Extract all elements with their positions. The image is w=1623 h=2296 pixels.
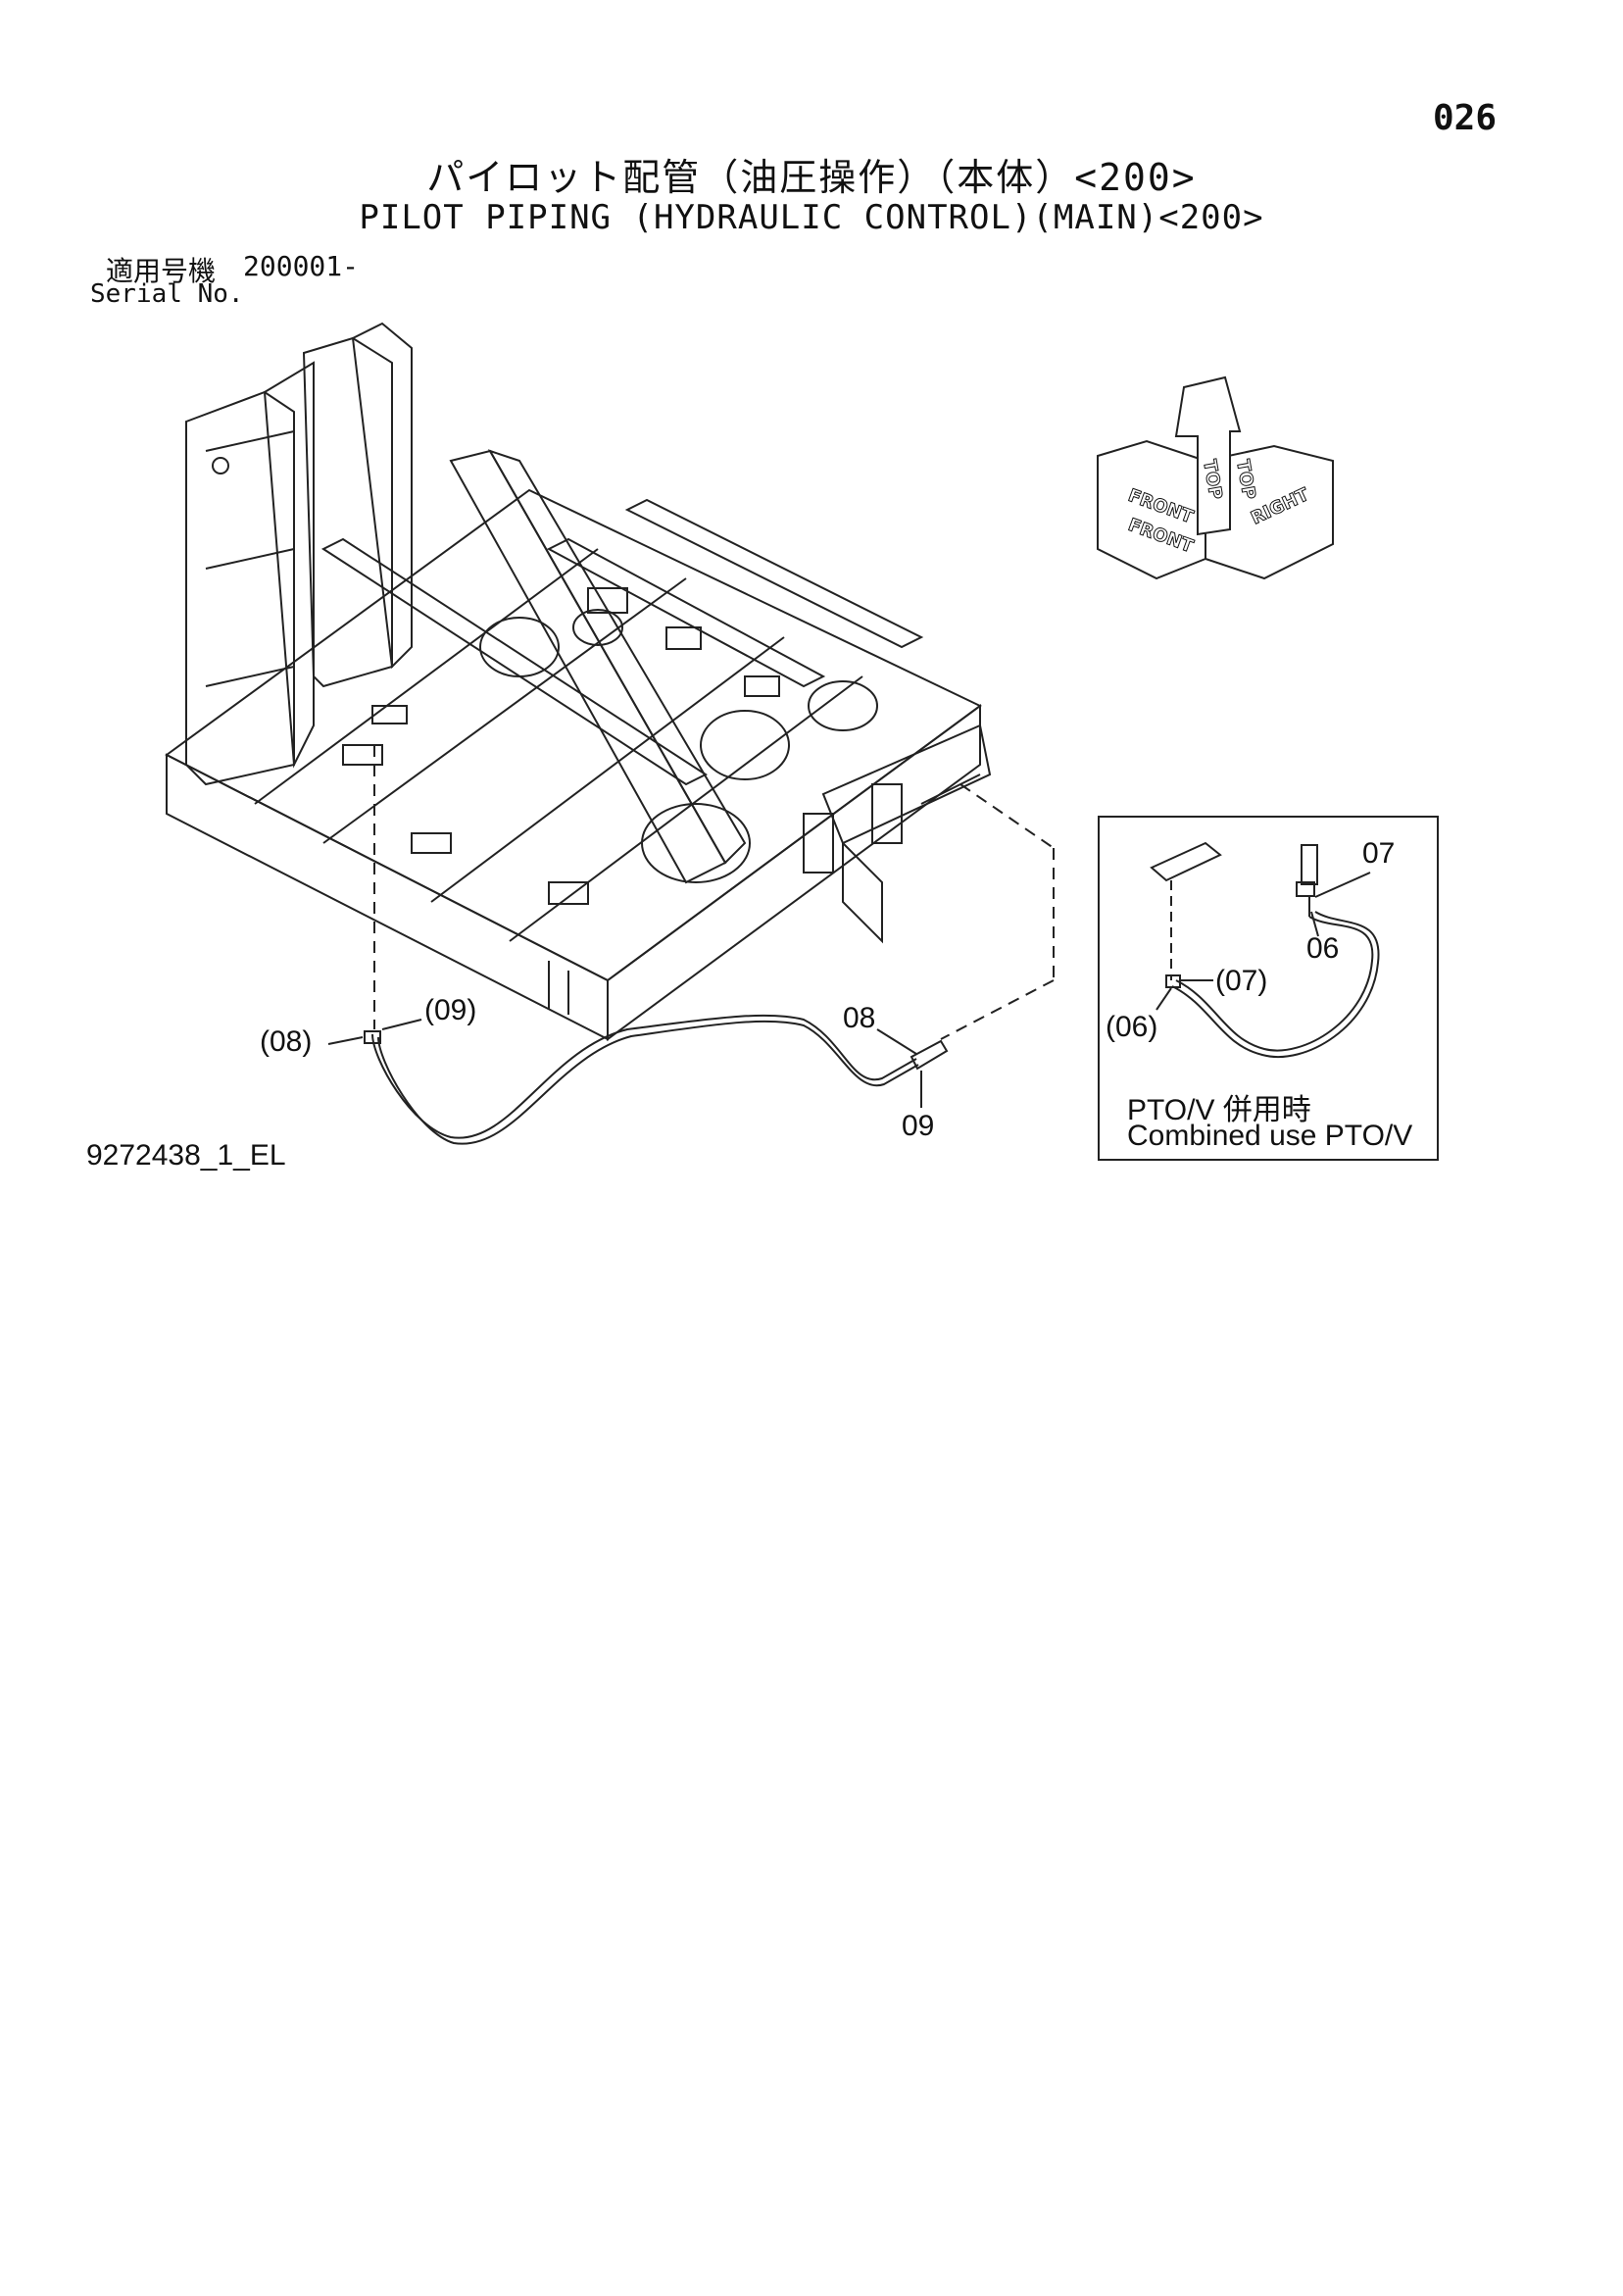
- serial-label-japanese: 適用号機: [106, 255, 217, 287]
- serial-value: 200001-: [243, 250, 360, 282]
- inset-callout-06: 06: [1306, 932, 1339, 965]
- orientation-indicator: FRONT FRONT TOP TOP RIGHT: [1097, 375, 1334, 580]
- callout-08: 08: [843, 1002, 875, 1034]
- leader-lines: [373, 745, 1055, 1040]
- fitting-right: [910, 1039, 949, 1071]
- inset-callout-07: 07: [1362, 837, 1395, 870]
- inset-caption-japanese: PTO/V 併用時: [1127, 1094, 1311, 1126]
- page-title-japanese: パイロット配管（油圧操作）（本体）<200>: [426, 156, 1197, 199]
- callout-09: 09: [902, 1110, 934, 1142]
- page-number: 026: [1433, 98, 1498, 138]
- inset-drawing: [1150, 841, 1380, 1058]
- page-title-english: PILOT PIPING (HYDRAULIC CONTROL)(MAIN)<2…: [359, 198, 1264, 237]
- machine-frame: [165, 322, 992, 1041]
- inset-caption-english: Combined use PTO/V: [1127, 1120, 1413, 1152]
- callout-08-ref: (08): [260, 1025, 312, 1058]
- serial-label-english: Serial No.: [90, 279, 244, 309]
- fitting-left: [364, 1030, 381, 1044]
- leader-08: [876, 1028, 917, 1055]
- inset-callout-07-ref: (07): [1215, 965, 1267, 997]
- inset-frame: [1098, 816, 1439, 1161]
- pilot-hose: [371, 1014, 919, 1145]
- leader-09-ref: [381, 1019, 422, 1030]
- drawing-number: 9272438_1_EL: [86, 1139, 286, 1172]
- inset-callout-06-ref: (06): [1106, 1011, 1157, 1043]
- callout-09-ref: (09): [424, 994, 476, 1026]
- leader-08-ref: [327, 1036, 364, 1045]
